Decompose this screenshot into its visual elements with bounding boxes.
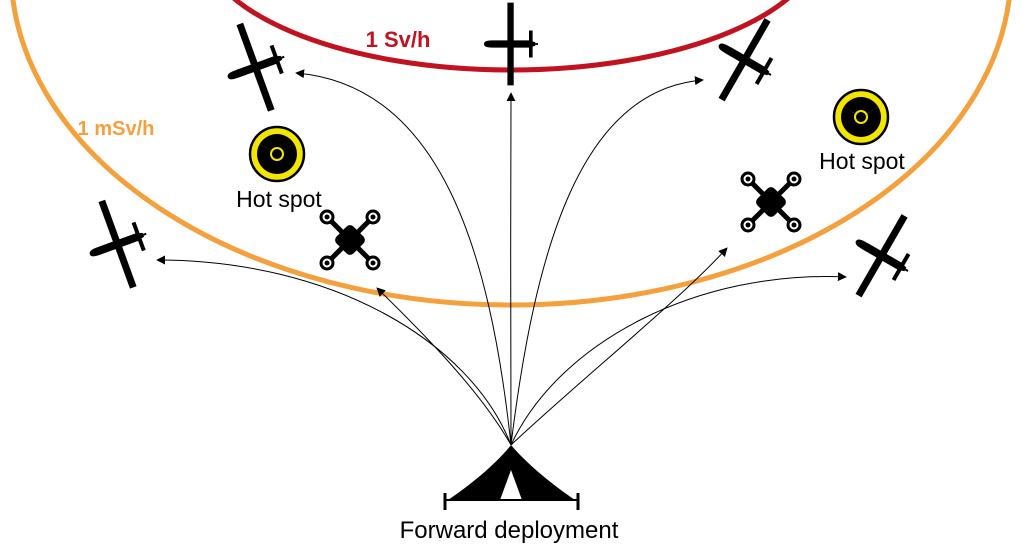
forward-deployment-label: Forward deployment [400,517,619,544]
inner-zone-label: 1 Sv/h [366,27,431,52]
tent-icon [443,445,580,510]
hotspot-label: Hot spot [819,148,905,174]
flight-path [295,69,512,446]
hotspot-label: Hot spot [236,186,322,212]
fixed-wing-drone-icon [695,4,795,116]
quadcopter-drone-icon [742,173,800,231]
radiation-icon [248,125,306,183]
fixed-wing-drone-icon [73,189,163,299]
flight-path [510,247,728,446]
flight-path [510,272,847,446]
flight-path [156,255,512,446]
outer-zone-label: 1 mSv/h [78,118,155,140]
quadcopter-drone-icon [321,211,379,269]
fixed-wing-drone-icon [483,1,539,87]
flight-path [510,76,704,446]
radiation-icon [832,88,890,146]
flight-path [376,287,512,446]
